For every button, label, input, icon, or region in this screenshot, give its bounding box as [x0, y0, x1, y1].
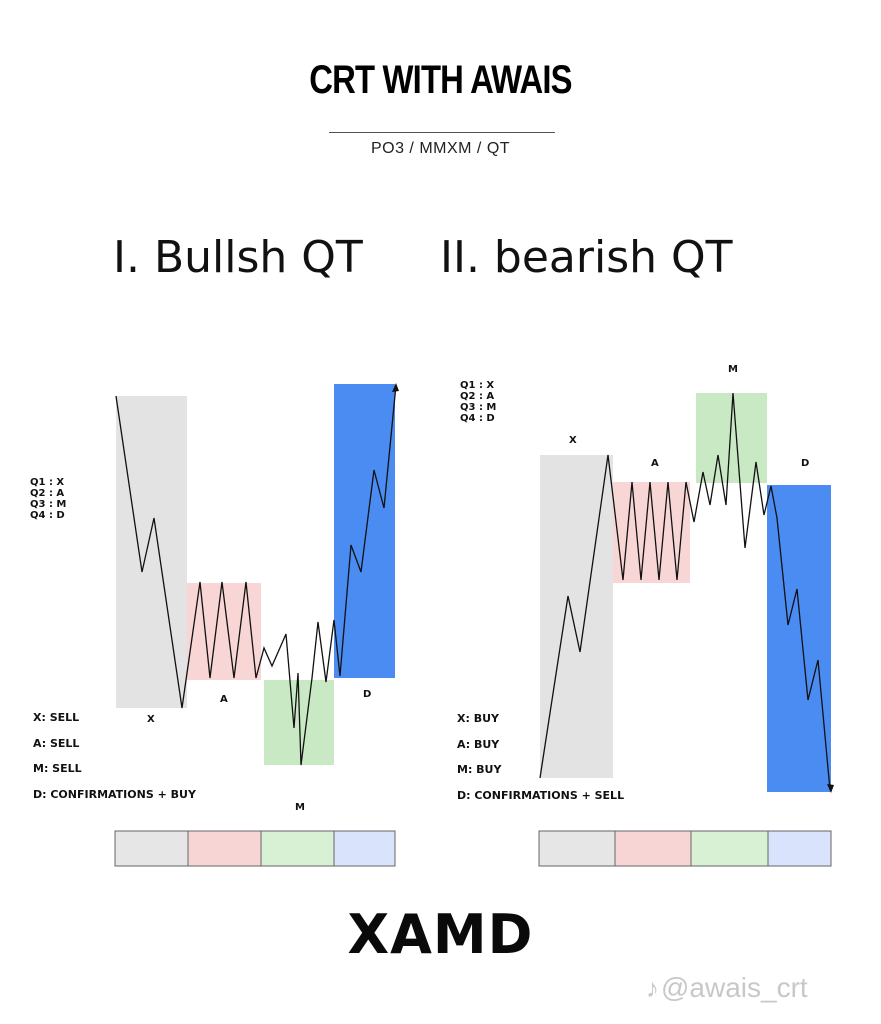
legend-q2: Q2 : A [460, 391, 495, 402]
bullish-bar-d [333, 830, 396, 867]
legend-q3: Q3 : M [460, 402, 497, 413]
legend-q3: Q3 : M [30, 499, 67, 510]
bullish-heading: I. Bullsh QT [113, 232, 363, 283]
bearish-m-label: M [728, 364, 738, 375]
bearish-note-d: D: CONFIRMATIONS + SELL [457, 788, 625, 802]
bearish-heading: II. bearish QT [440, 232, 733, 283]
legend-q2: Q2 : A [30, 488, 65, 499]
bearish-x-label: X [569, 435, 577, 446]
bullish-x-label: X [147, 714, 155, 725]
bearish-d-zone [767, 485, 831, 792]
bearish-a-label: A [651, 458, 659, 469]
bearish-bar-a [614, 830, 692, 867]
bullish-a-label: A [220, 694, 228, 705]
bearish-note-m: M: BUY [457, 763, 502, 776]
bearish-d-label: D [801, 458, 809, 469]
bullish-notes: X: SELL A: SELL M: SELL D: CONFIRMATIONS… [33, 711, 196, 813]
bullish-x-zone [116, 396, 187, 708]
bullish-note-a: A: SELL [33, 736, 80, 750]
bullish-note-x: X: SELL [33, 711, 80, 724]
tiktok-note-icon: ♪ [646, 973, 659, 1003]
title-divider [329, 132, 555, 133]
bearish-m-zone [696, 393, 767, 483]
legend-q4: Q4 : D [460, 413, 495, 424]
bearish-price-line [539, 392, 831, 791]
legend-q1: Q1 : X [30, 477, 65, 488]
bullish-bar-a [187, 830, 262, 867]
legend-q1: Q1 : X [460, 380, 495, 391]
bullish-note-d: D: CONFIRMATIONS + BUY [33, 787, 196, 801]
footer-title: XAMD [347, 903, 534, 966]
brand-subtitle: PO3 / MMXM / QT [370, 140, 511, 157]
bearish-bar-d [767, 830, 832, 867]
bearish-note-a: A: BUY [457, 737, 500, 751]
bearish-quarters-legend: Q1 : X Q2 : A Q3 : M Q4 : D [460, 380, 496, 424]
bullish-d-label: D [363, 689, 371, 700]
watermark: ♪@awais_crt [646, 972, 808, 1004]
watermark-handle: @awais_crt [661, 972, 808, 1003]
bullish-arrowhead [392, 383, 399, 392]
bullish-m-label: M [295, 802, 305, 813]
bullish-quarters-legend: Q1 : X Q2 : A Q3 : M Q4 : D [30, 477, 66, 521]
bearish-bar-x [538, 830, 616, 867]
legend-q4: Q4 : D [30, 510, 65, 521]
brand-title: CRT WITH AWAIS [309, 58, 572, 102]
bearish-note-x: X: BUY [457, 712, 499, 725]
bearish-notes: X: BUY A: BUY M: BUY D: CONFIRMATIONS + … [457, 712, 624, 814]
bullish-price-line [115, 384, 397, 766]
bullish-bar-m [260, 830, 335, 867]
bullish-note-m: M: SELL [33, 762, 82, 775]
bullish-bar-x [114, 830, 189, 867]
bearish-arrowhead [827, 784, 834, 793]
bearish-bar-m [690, 830, 769, 867]
